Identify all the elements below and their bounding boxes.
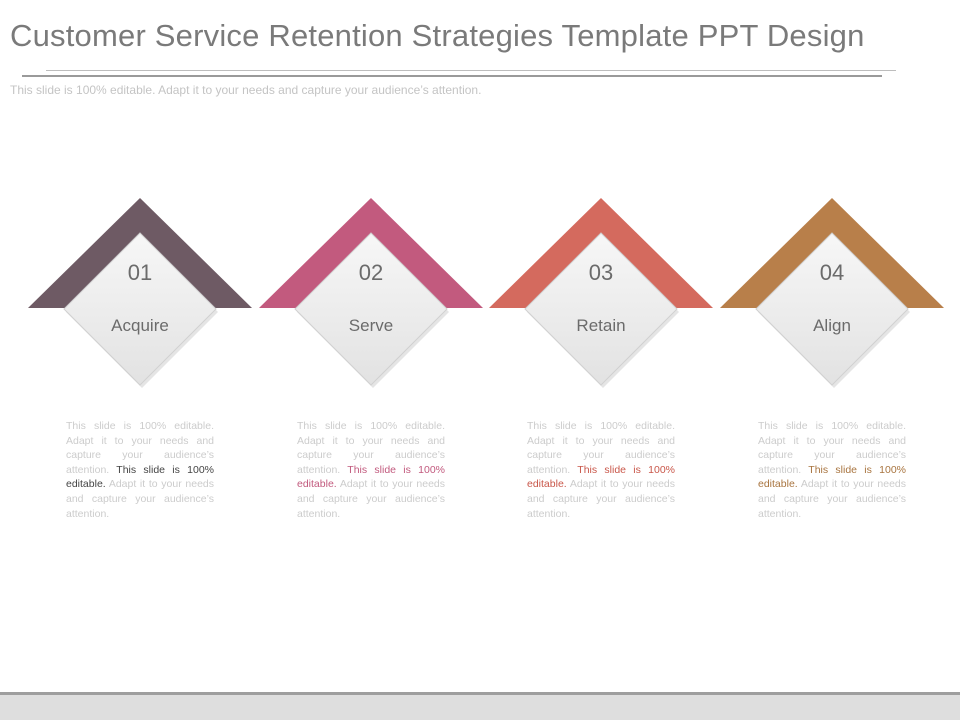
step-diamond-graphic (28, 198, 252, 388)
slide-title: Customer Service Retention Strategies Te… (10, 18, 865, 53)
step-description-serve: This slide is 100% editable. Adapt it to… (297, 419, 445, 521)
description-highlight: This slide is 100% editable. (66, 463, 214, 491)
step-card-align: 04 Align (712, 190, 952, 400)
step-card-retain: 03 Retain (481, 190, 721, 400)
description-intro: This slide is 100% editable. Adapt it to… (758, 420, 906, 476)
step-description-retain: This slide is 100% editable. Adapt it to… (527, 419, 675, 521)
step-number: 03 (588, 260, 614, 285)
description-outro: Adapt it to your needs and capture your … (66, 478, 214, 520)
label-diamond (524, 232, 678, 386)
step-diamond-graphic (259, 198, 483, 388)
step-description-align: This slide is 100% editable. Adapt it to… (758, 419, 906, 521)
step-card-serve: 02 Serve (251, 190, 491, 400)
label-diamond (63, 232, 217, 386)
label-diamond (755, 232, 909, 386)
step-label: Align (813, 316, 851, 335)
slide-subtitle: This slide is 100% editable. Adapt it to… (10, 83, 482, 97)
description-outro: Adapt it to your needs and capture your … (758, 478, 906, 520)
step-description-acquire: This slide is 100% editable. Adapt it to… (66, 419, 214, 521)
step-label: Retain (576, 316, 626, 335)
description-outro: Adapt it to your needs and capture your … (527, 478, 675, 520)
step-diamond-graphic (489, 198, 713, 388)
footer-bar (0, 695, 960, 720)
step-number: 02 (358, 260, 384, 285)
title-divider-thick (22, 75, 882, 77)
description-intro: This slide is 100% editable. Adapt it to… (66, 420, 214, 476)
step-diamond-graphic (720, 198, 944, 388)
step-number: 04 (819, 260, 845, 285)
description-highlight: This slide is 100% editable. (297, 463, 445, 491)
description-highlight: This slide is 100% editable. (527, 463, 675, 491)
description-intro: This slide is 100% editable. Adapt it to… (297, 420, 445, 476)
step-label: Serve (348, 316, 394, 335)
step-card-acquire: 01 Acquire (20, 190, 260, 400)
label-diamond (294, 232, 448, 386)
step-number: 01 (127, 260, 153, 285)
description-intro: This slide is 100% editable. Adapt it to… (527, 420, 675, 476)
title-divider-thin (46, 70, 896, 71)
footer-divider (0, 692, 960, 695)
step-label: Acquire (111, 316, 169, 335)
description-highlight: This slide is 100% editable. (758, 463, 906, 491)
description-outro: Adapt it to your needs and capture your … (297, 478, 445, 520)
